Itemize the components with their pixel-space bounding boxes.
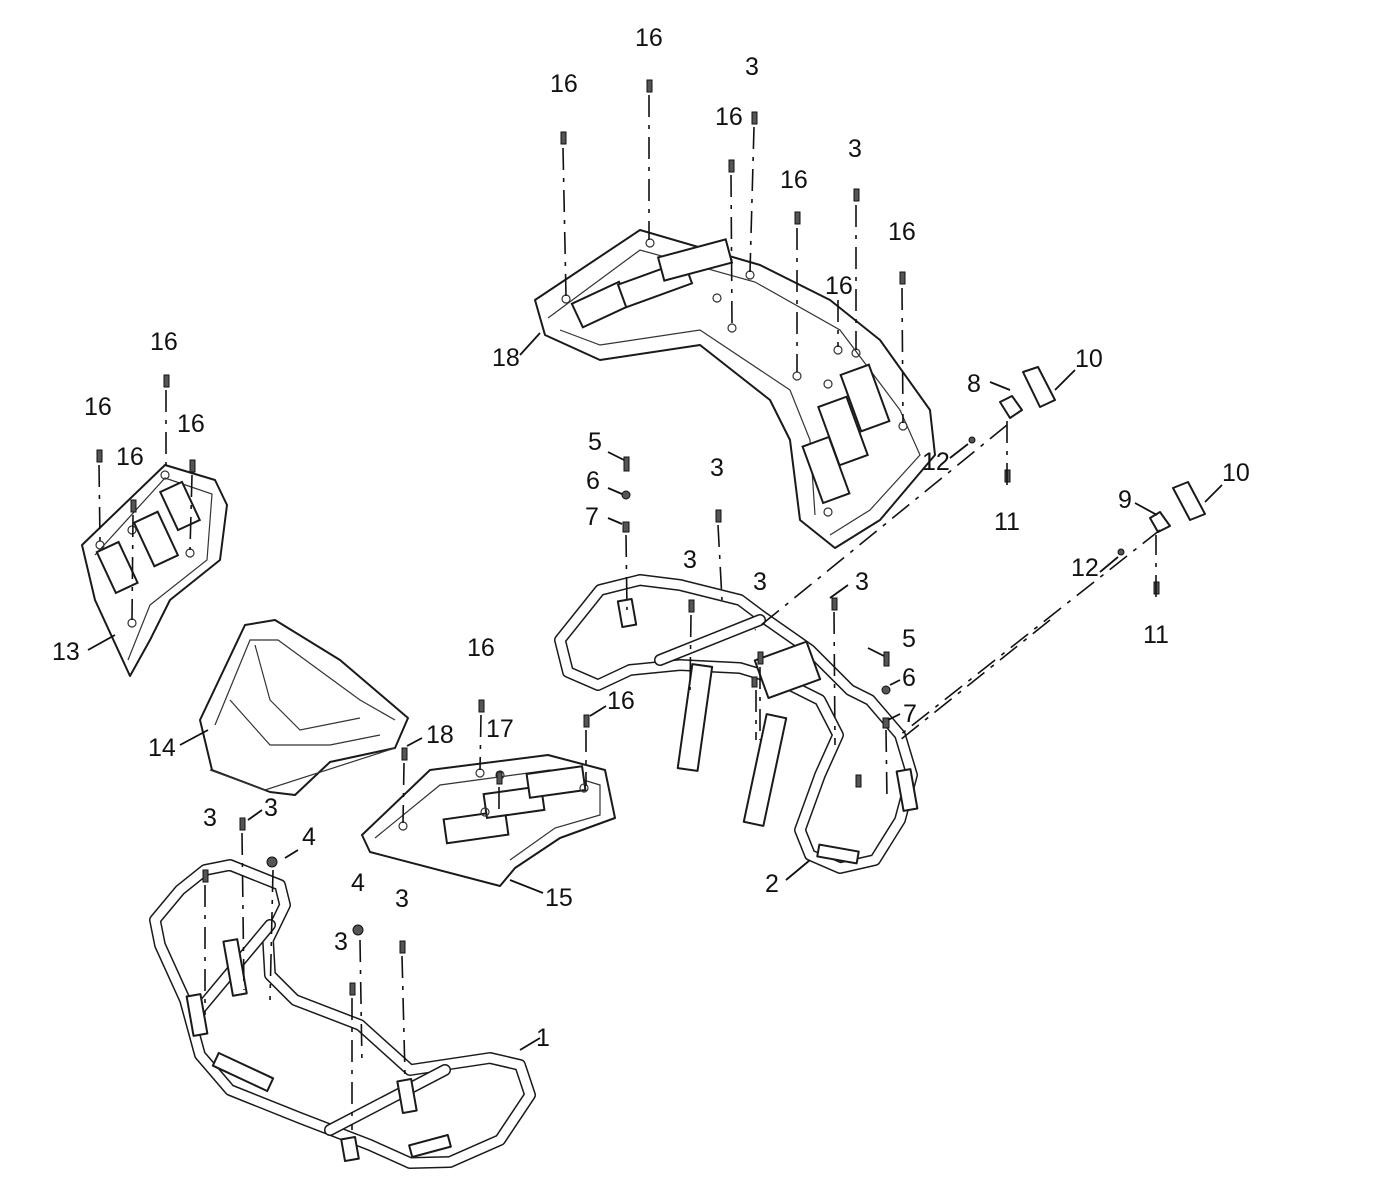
callout-3: 3: [395, 885, 409, 913]
callout-16: 16: [780, 166, 808, 194]
callout-8: 8: [967, 370, 981, 398]
callout-6: 6: [586, 467, 600, 495]
callout-16: 16: [825, 272, 853, 300]
callout-3: 3: [203, 804, 217, 832]
callout-3: 3: [683, 546, 697, 574]
callout-16: 16: [607, 687, 635, 715]
callout-3: 3: [710, 454, 724, 482]
assembly-lines: [98, 95, 1161, 1130]
rear-frame-2: [554, 574, 919, 874]
callout-16: 18: [426, 721, 454, 749]
callout-2: 2: [765, 870, 779, 898]
callout-14: 14: [148, 734, 176, 762]
callout-4: 4: [351, 869, 365, 897]
callout-11: 11: [994, 508, 1020, 536]
callout-3: 3: [753, 568, 767, 596]
callout-4: 4: [302, 823, 316, 851]
callout-9: 9: [1118, 486, 1132, 514]
callout-17: 18: [492, 344, 520, 372]
callout-15: 15: [545, 884, 573, 912]
callout-16: 16: [550, 70, 578, 98]
callout-11: 11: [1143, 621, 1169, 649]
callout-16: 16: [635, 24, 663, 52]
fasteners: [96, 79, 1160, 996]
callout-3: 3: [264, 794, 278, 822]
callout-13: 13: [52, 638, 80, 666]
callout-12: 12: [1071, 554, 1099, 582]
callout-5: 5: [588, 428, 602, 456]
front-frame-1: [149, 859, 536, 1169]
callout-7: 7: [903, 700, 917, 728]
pad-10-upper: [1022, 366, 1056, 408]
front-cover-14: [199, 619, 409, 796]
callout-3: 3: [855, 568, 869, 596]
callout-12: 12: [922, 448, 950, 476]
callout-10: 10: [1075, 345, 1103, 373]
callout-16: 16: [467, 634, 495, 662]
callout-7: 7: [585, 503, 599, 531]
callout-10: 10: [1222, 459, 1250, 487]
callout-16: 16: [715, 103, 743, 131]
callout-1: 1: [536, 1024, 550, 1052]
callout-16: 16: [84, 393, 112, 421]
callout-5: 5: [902, 625, 916, 653]
callout-16: 16: [150, 328, 178, 356]
callout-6: 6: [902, 664, 916, 692]
callout-3: 3: [848, 135, 862, 163]
callout-3: 3: [334, 928, 348, 956]
rear-rack-panel-17: [534, 229, 936, 549]
bracket-9: [1149, 511, 1171, 533]
callout-3: 3: [745, 53, 759, 81]
callout-16: 17: [486, 715, 514, 743]
callout-16: 16: [888, 218, 916, 246]
callout-16: 16: [116, 443, 144, 471]
callout-16: 16: [177, 410, 205, 438]
pad-10-lower: [1172, 481, 1206, 521]
callout-labels: 1 2 3 3 3 3 3 3 3 3 3 3 4 4 5 5 6 6 7 7 …: [52, 24, 1250, 1052]
front-panel-13: [81, 464, 228, 677]
bracket-8: [999, 395, 1023, 419]
center-panel-15: [361, 754, 616, 887]
leader-lines: [87, 332, 1223, 1051]
